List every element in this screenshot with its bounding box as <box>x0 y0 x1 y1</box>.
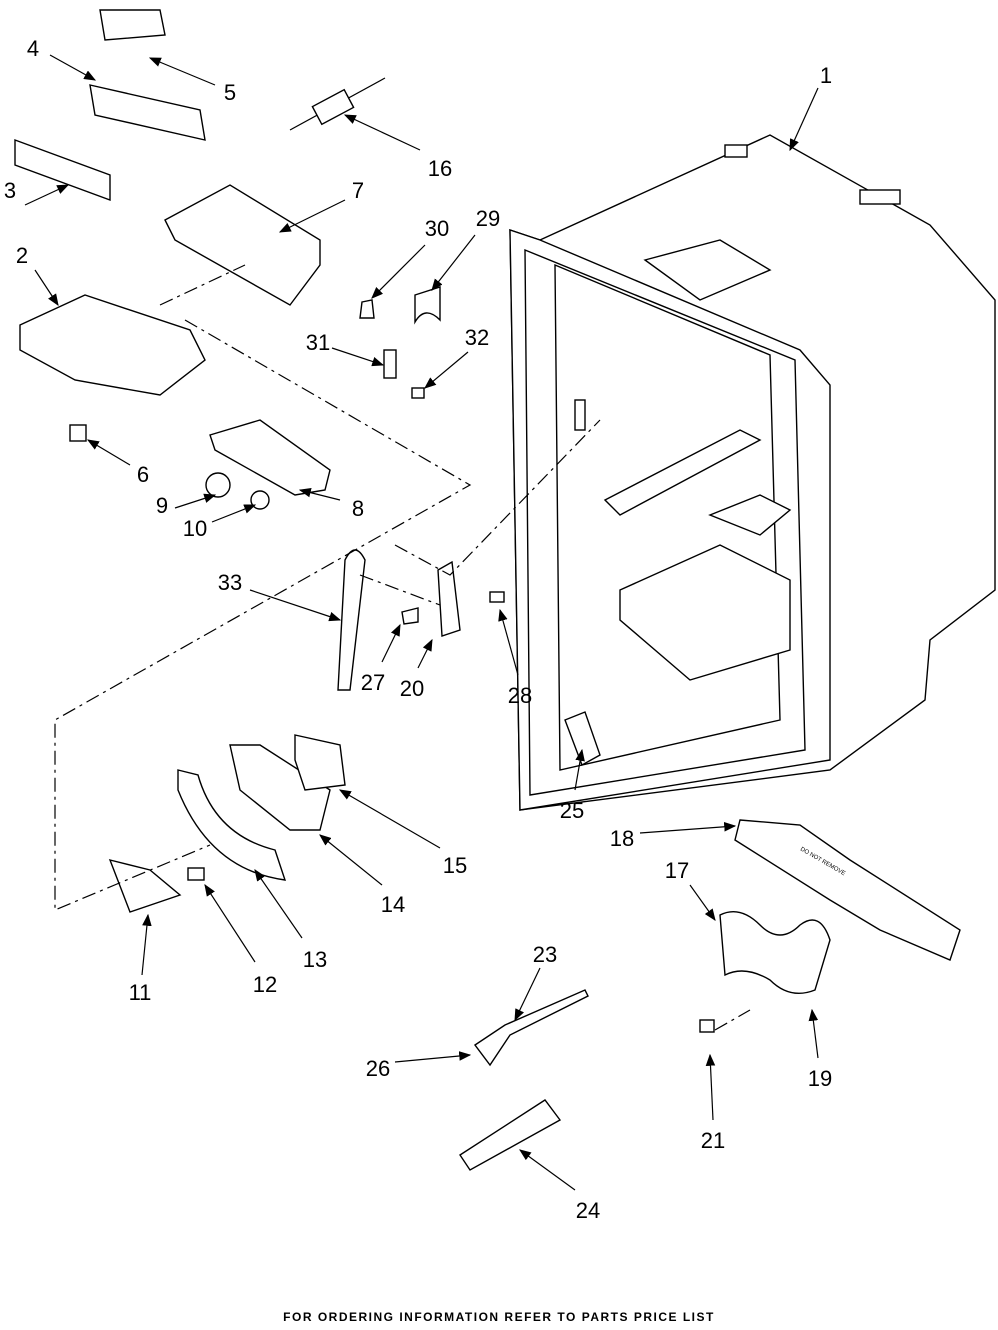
part-31 <box>384 350 396 378</box>
callout-9: 9 <box>156 493 168 518</box>
callout-21: 21 <box>701 1128 725 1153</box>
part-32 <box>412 388 424 398</box>
callout-6: 6 <box>137 462 149 487</box>
part-4 <box>90 85 205 140</box>
cabinet-liner-part <box>510 135 995 810</box>
part-10 <box>251 491 269 509</box>
callout-17: 17 <box>665 858 689 883</box>
callout-27: 27 <box>361 670 385 695</box>
callout-10: 10 <box>183 516 207 541</box>
callout-3: 3 <box>4 178 16 203</box>
callout-23: 23 <box>533 942 557 967</box>
callout-1: 1 <box>820 63 832 88</box>
part-11 <box>110 860 180 912</box>
callout-29: 29 <box>476 206 500 231</box>
ordering-info-footer: FOR ORDERING INFORMATION REFER TO PARTS … <box>0 1310 998 1324</box>
callout-32: 32 <box>465 325 489 350</box>
callout-15: 15 <box>443 853 467 878</box>
callout-30: 30 <box>425 216 449 241</box>
part-20 <box>438 562 460 636</box>
callout-7: 7 <box>352 178 364 203</box>
callout-8: 8 <box>352 496 364 521</box>
callout-20: 20 <box>400 676 424 701</box>
part-9 <box>206 473 230 497</box>
part-21 <box>700 1020 714 1032</box>
callout-24: 24 <box>576 1198 600 1223</box>
callout-16: 16 <box>428 156 452 181</box>
callout-18: 18 <box>610 826 634 851</box>
part-15 <box>295 735 345 790</box>
callout-2: 2 <box>16 243 28 268</box>
callout-13: 13 <box>303 947 327 972</box>
callout-31: 31 <box>306 330 330 355</box>
part-27 <box>402 608 418 624</box>
callout-28: 28 <box>508 683 532 708</box>
part-3 <box>15 140 110 200</box>
part-28 <box>490 592 504 602</box>
part-6 <box>70 425 86 441</box>
part-5 <box>100 10 165 40</box>
part-7 <box>165 185 320 305</box>
part-29 <box>415 287 440 322</box>
callout-12: 12 <box>253 972 277 997</box>
callout-33: 33 <box>218 570 242 595</box>
part-23-26 <box>475 990 588 1065</box>
callout-4: 4 <box>27 36 39 61</box>
callout-26: 26 <box>366 1056 390 1081</box>
callout-11: 11 <box>129 980 152 1005</box>
part-19 <box>720 912 830 994</box>
callout-19: 19 <box>808 1066 832 1091</box>
callout-25: 25 <box>560 798 584 823</box>
part-16 <box>312 90 353 125</box>
part-24 <box>460 1100 560 1170</box>
callout-5: 5 <box>224 80 236 105</box>
part-12 <box>188 868 204 880</box>
part-2 <box>20 295 205 395</box>
part-33 <box>338 550 365 690</box>
callout-14: 14 <box>381 892 405 917</box>
part-30 <box>360 300 374 318</box>
